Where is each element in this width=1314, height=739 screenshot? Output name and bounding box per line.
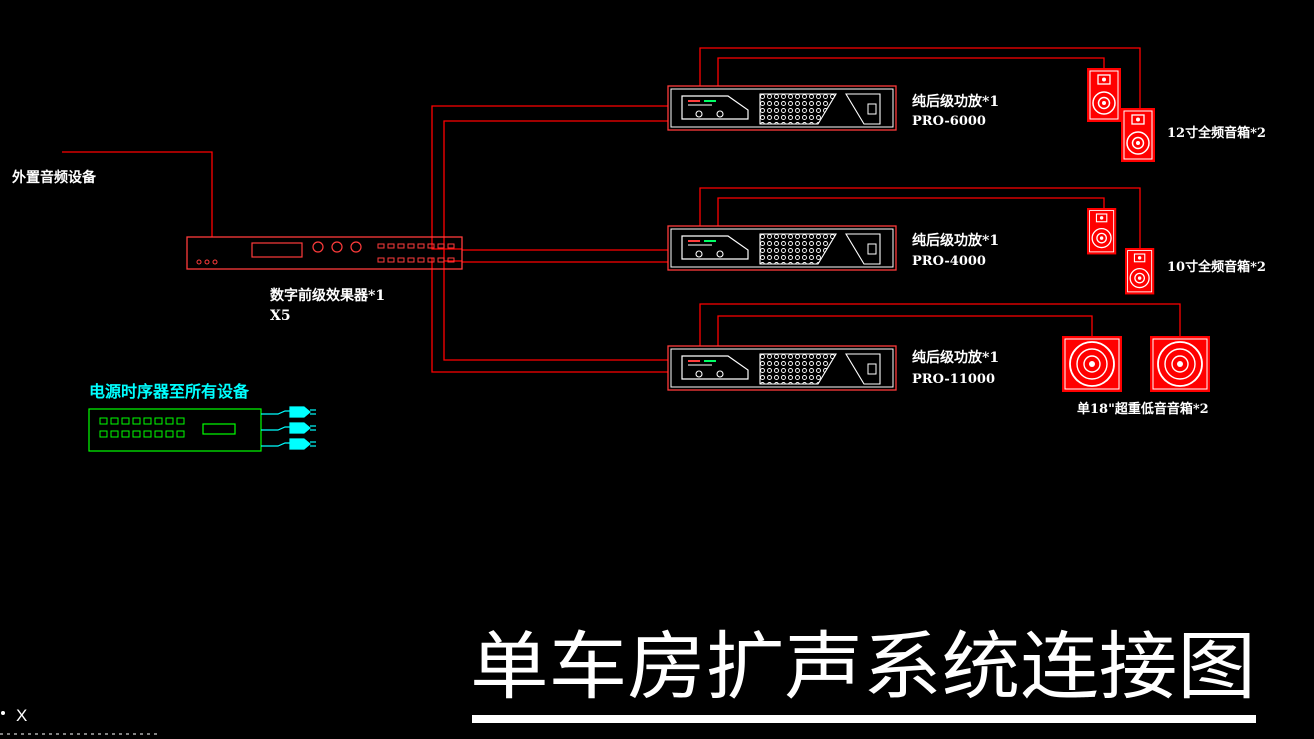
full-range-speaker-icon (1086, 207, 1117, 256)
processor-icon (186, 236, 463, 270)
processor-model-label: X5 (270, 308, 291, 324)
full-range-speaker-icon (1086, 67, 1122, 123)
page-title: 单车房扩声系统连接图 (470, 624, 1256, 710)
amp3-model-label: PRO-11000 (912, 372, 995, 387)
sequencer-label: 电源时序器至所有设备 (89, 382, 250, 401)
amp1-name-label: 纯后级功放*1 (912, 93, 999, 110)
external-audio-label: 外置音频设备 (12, 169, 97, 186)
power-plug-icon (261, 406, 316, 450)
subwoofer-a[interactable] (1061, 335, 1123, 393)
speaker-12in-b[interactable] (1120, 107, 1156, 163)
amplifier-pro-4000[interactable] (667, 225, 897, 271)
full-range-speaker-icon (1124, 247, 1155, 296)
amp2-name-label: 纯后级功放*1 (912, 232, 999, 249)
speaker-10in-label: 10寸全频音箱*2 (1167, 259, 1266, 275)
ucs-axis-label: X (16, 706, 27, 725)
speaker-12in-label: 12寸全频音箱*2 (1167, 125, 1266, 141)
ucs-axis-icon: X (0, 706, 160, 735)
speaker-10in-b[interactable] (1124, 247, 1155, 296)
amp1-model-label: PRO-6000 (912, 114, 986, 129)
amp2-model-label: PRO-4000 (912, 254, 986, 269)
amplifier-pro-11000[interactable] (667, 345, 897, 391)
amplifier-icon (667, 225, 897, 271)
subwoofer-b[interactable] (1149, 335, 1211, 393)
amplifier-icon (667, 85, 897, 131)
title-underline (472, 715, 1256, 723)
subwoofer-icon (1061, 335, 1123, 393)
amp3-name-label: 纯后级功放*1 (912, 349, 999, 366)
full-range-speaker-icon (1120, 107, 1156, 163)
amplifier-icon (667, 345, 897, 391)
subwoofer-label: 单18"超重低音音箱*2 (1077, 401, 1209, 417)
subwoofer-icon (1149, 335, 1211, 393)
processor-name-label: 数字前级效果器*1 (270, 287, 385, 304)
digital-processor[interactable] (186, 236, 463, 270)
power-sequencer[interactable] (88, 406, 316, 452)
speaker-10in-a[interactable] (1086, 207, 1117, 256)
speaker-12in-a[interactable] (1086, 67, 1122, 123)
power-sequencer-icon (88, 408, 262, 452)
signal-wiring (62, 47, 1181, 373)
amplifier-pro-6000[interactable] (667, 85, 897, 131)
